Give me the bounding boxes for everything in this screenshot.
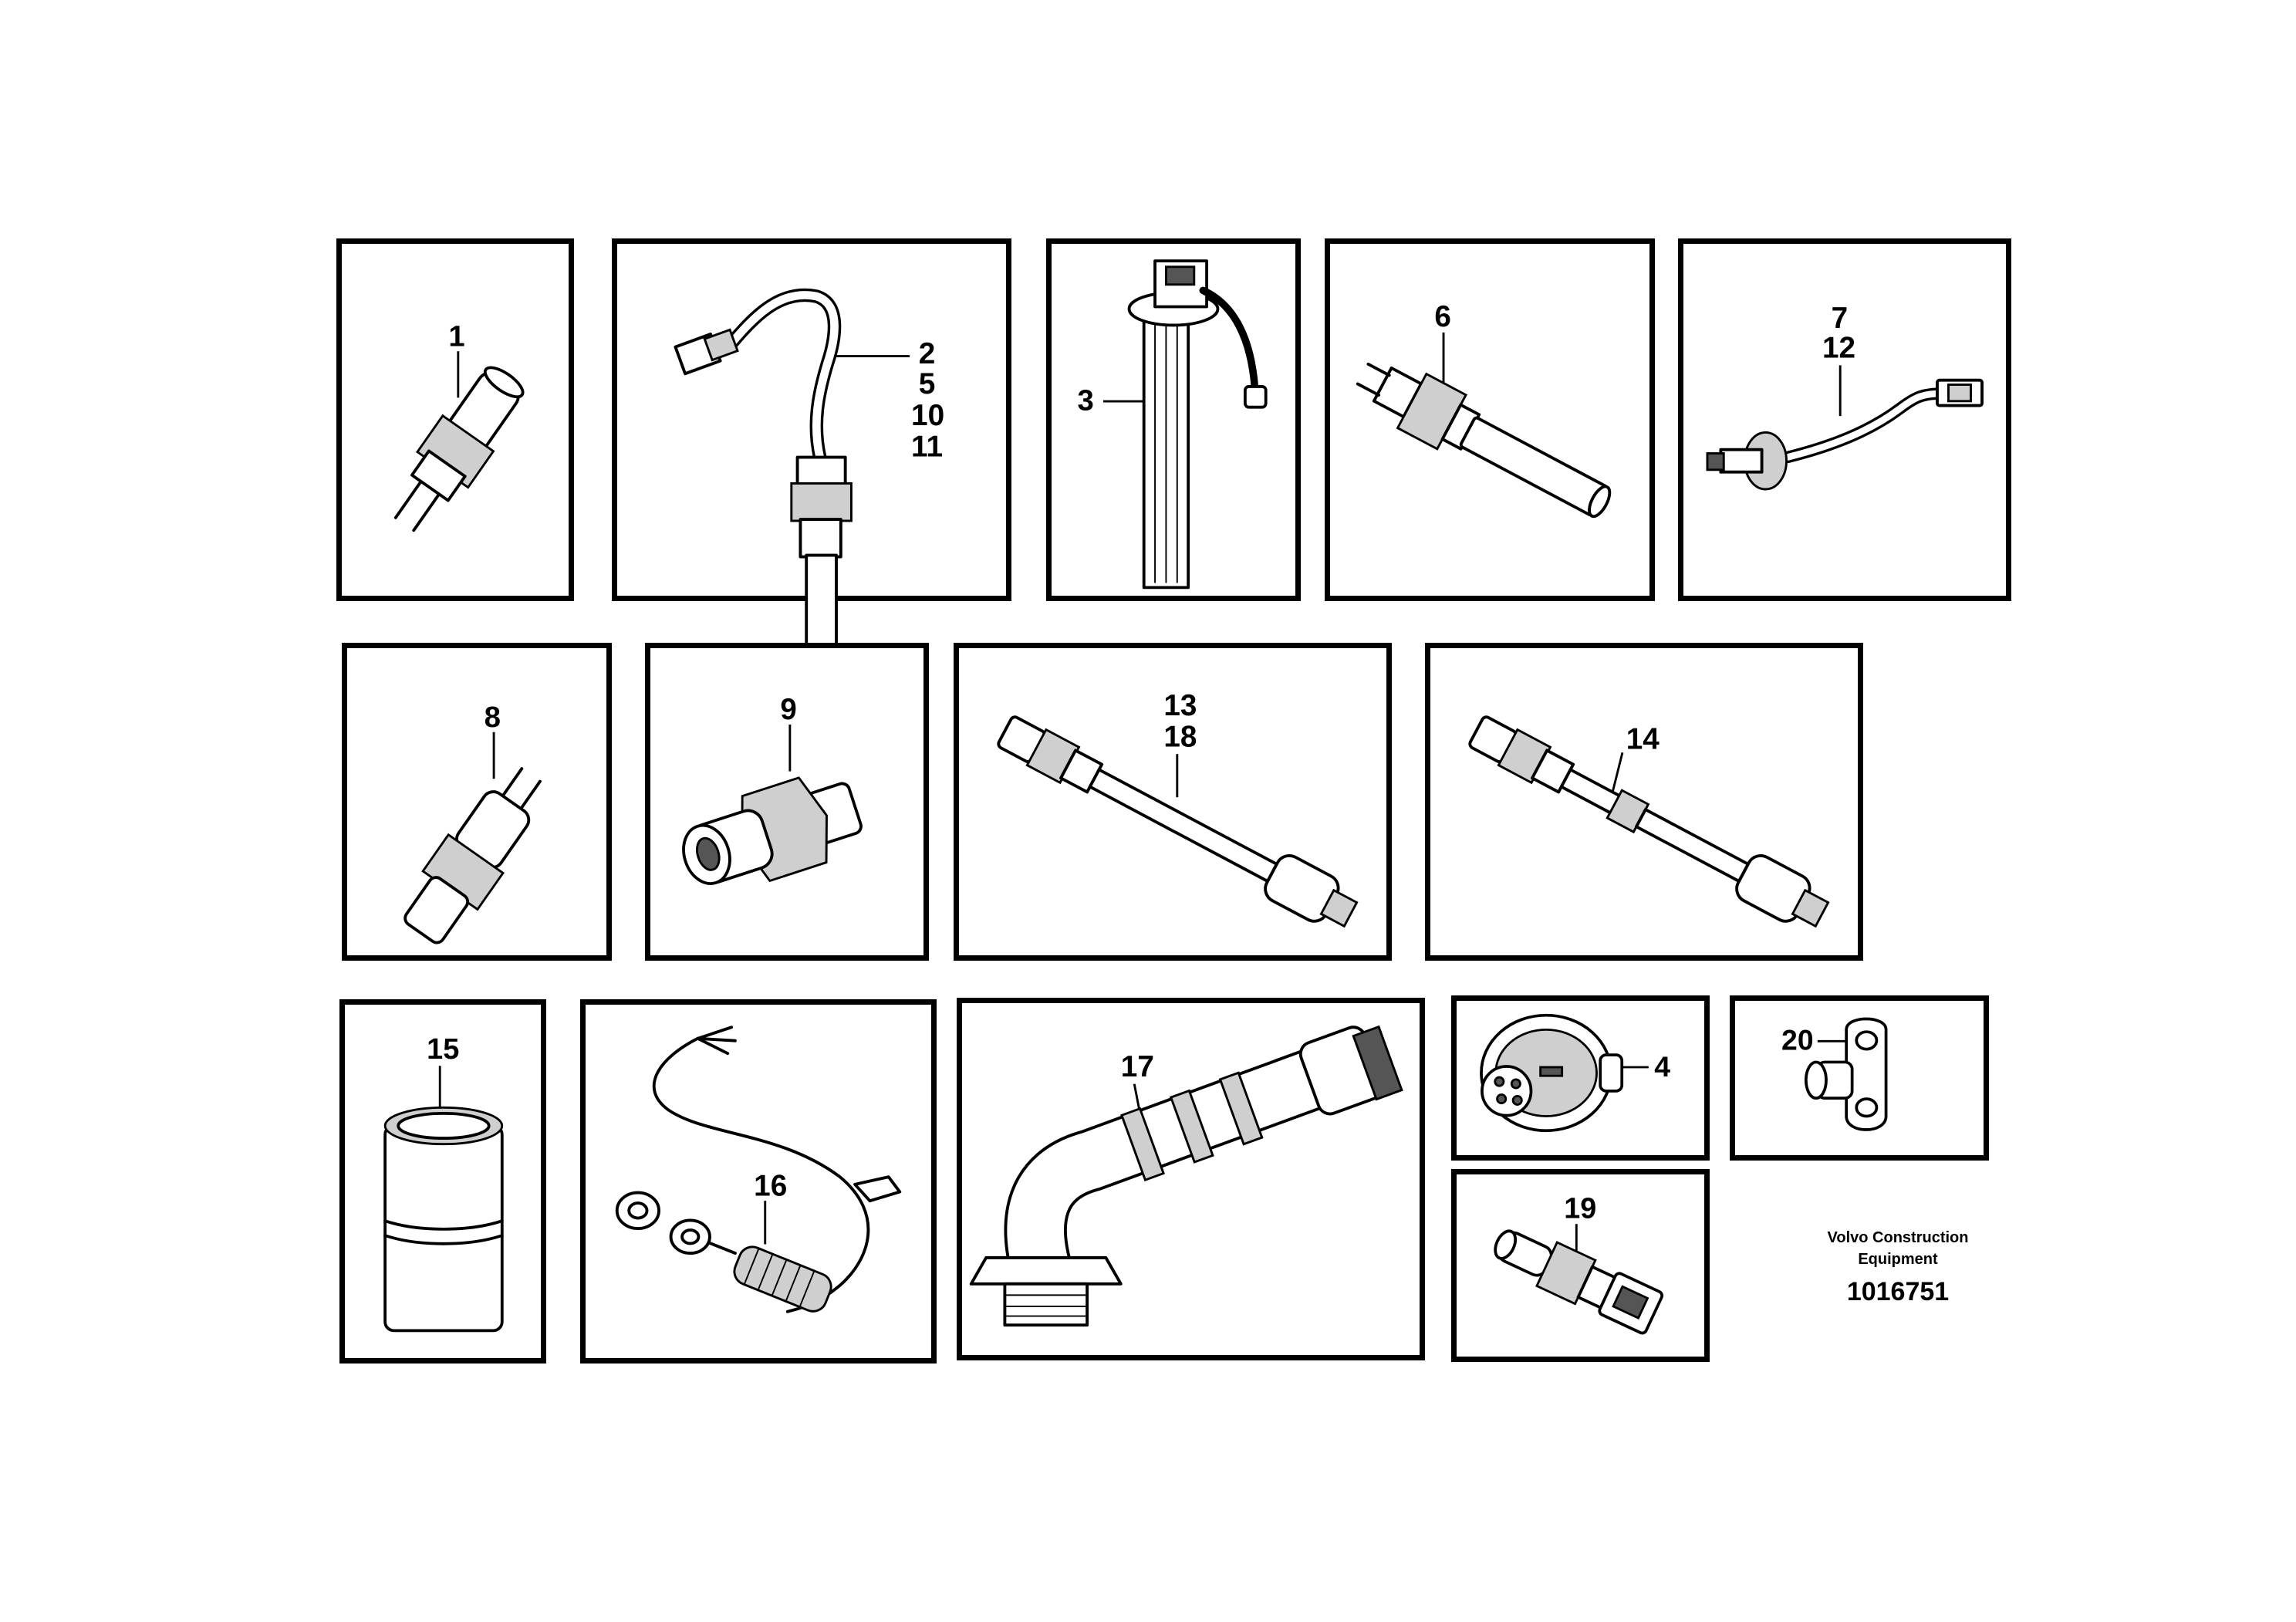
callout-label: 18 <box>1163 721 1197 754</box>
callout-label: 1 <box>448 320 464 353</box>
panel-part-2: 2 5 10 11 <box>612 238 1011 647</box>
callout-label: 13 <box>1163 689 1197 722</box>
panel-part-19: 19 <box>1451 1169 1710 1362</box>
panel-part-4: 4 <box>1451 995 1710 1161</box>
callout-label: 2 <box>919 337 936 370</box>
callout-label: 14 <box>1626 722 1660 755</box>
callout-label: 16 <box>754 1169 787 1202</box>
part-19-illustration: 19 <box>1494 1193 1664 1335</box>
part-17-illustration: 17 <box>969 1025 1403 1327</box>
callout-label: 10 <box>911 399 944 432</box>
part-6-illustration: 6 <box>1356 300 1612 519</box>
panel-part-17: 17 <box>957 998 1425 1360</box>
panel-part-13: 13 18 <box>954 643 1392 961</box>
part-13-illustration: 13 18 <box>997 689 1359 928</box>
callout-label: 17 <box>1121 1050 1154 1083</box>
part-1-illustration: 1 <box>393 320 525 532</box>
callout-label: 4 <box>1654 1050 1670 1083</box>
part-20-illustration: 20 <box>1781 1017 1888 1131</box>
callout-label: 12 <box>1822 332 1855 365</box>
panel-part-9: 9 <box>645 643 929 961</box>
part-4-illustration: 4 <box>1480 1013 1670 1133</box>
part-9-illustration: 9 <box>682 693 863 885</box>
panel-part-7: 7 12 <box>1678 238 2011 601</box>
callout-label: 9 <box>780 693 796 726</box>
callout-label: 8 <box>485 701 501 734</box>
part-14-illustration: 14 <box>1468 715 1830 928</box>
brand-line-2: Equipment <box>1858 1251 1938 1268</box>
callout-label: 7 <box>1832 302 1849 335</box>
panel-part-6: 6 <box>1325 238 1655 601</box>
brand-line-1: Volvo Construction <box>1827 1229 1969 1246</box>
callout-label: 20 <box>1781 1024 1814 1056</box>
panel-part-14: 14 <box>1425 643 1863 961</box>
panel-part-15: 15 <box>339 999 546 1363</box>
panel-part-20: 20 <box>1730 995 1989 1161</box>
callout-label: 15 <box>427 1033 459 1066</box>
figure-number: 1016751 <box>1846 1277 1950 1306</box>
part-3-illustration: 3 <box>1078 259 1268 590</box>
part-15-illustration: 15 <box>383 1033 504 1333</box>
callout-label: 5 <box>919 367 936 400</box>
panel-part-8: 8 <box>342 643 612 961</box>
brand-caption: Volvo Construction Equipment <box>1798 1227 1998 1270</box>
callout-label: 11 <box>911 431 943 464</box>
part-2-illustration: 2 5 10 11 <box>674 288 944 647</box>
part-8-illustration: 8 <box>403 701 542 944</box>
panel-part-16: 16 <box>580 999 937 1363</box>
panel-part-3: 3 <box>1046 238 1301 601</box>
callout-label: 6 <box>1434 300 1451 333</box>
panel-part-1: 1 <box>336 238 574 601</box>
part-7-illustration: 7 12 <box>1706 302 1984 491</box>
callout-label: 19 <box>1564 1193 1596 1225</box>
callout-label: 3 <box>1078 384 1094 417</box>
part-16-illustration: 16 <box>615 1026 902 1313</box>
